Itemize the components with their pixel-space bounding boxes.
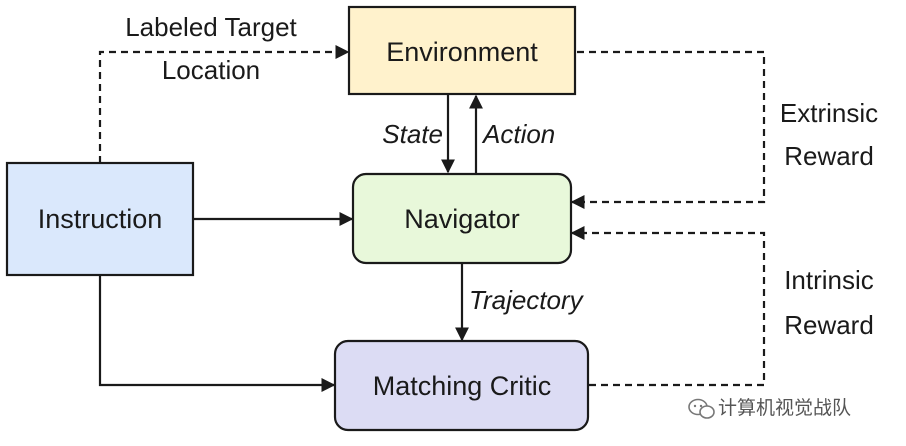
node-instruction-label: Instruction bbox=[38, 204, 163, 234]
node-critic-label: Matching Critic bbox=[373, 371, 552, 401]
node-instruction: Instruction bbox=[5, 161, 195, 277]
label-intrinsic-line1: Intrinsic bbox=[784, 265, 874, 295]
wechat-icon bbox=[688, 398, 715, 419]
label-trajectory: Trajectory bbox=[469, 285, 585, 315]
label-extrinsic-line2: Reward bbox=[784, 141, 874, 171]
label-state: State bbox=[382, 119, 443, 149]
watermark-text: 计算机视觉战队 bbox=[718, 397, 851, 419]
node-navigator-label: Navigator bbox=[404, 204, 520, 234]
node-navigator: Navigator bbox=[351, 172, 573, 265]
label-labeled-target-line2: Location bbox=[162, 55, 260, 85]
label-extrinsic-line1: Extrinsic bbox=[780, 98, 878, 128]
label-labeled-target-line1: Labeled Target bbox=[125, 12, 297, 42]
node-environment-box bbox=[347, 5, 577, 96]
node-navigator-box bbox=[351, 172, 573, 265]
label-action: Action bbox=[481, 119, 555, 149]
edge-intrinsic-reward bbox=[570, 226, 766, 387]
node-environment-label: Environment bbox=[386, 37, 538, 67]
node-matching-critic: Matching Critic bbox=[333, 339, 590, 432]
edge-extrinsic-reward bbox=[570, 50, 766, 209]
edge-instruction-critic bbox=[98, 275, 336, 392]
watermark: 计算机视觉战队 bbox=[688, 397, 851, 419]
node-critic-box bbox=[333, 339, 590, 432]
node-environment: Environment bbox=[347, 5, 577, 96]
node-instruction-box bbox=[5, 161, 195, 277]
edge-labeled-target bbox=[98, 45, 350, 163]
label-intrinsic-line2: Reward bbox=[784, 310, 874, 340]
